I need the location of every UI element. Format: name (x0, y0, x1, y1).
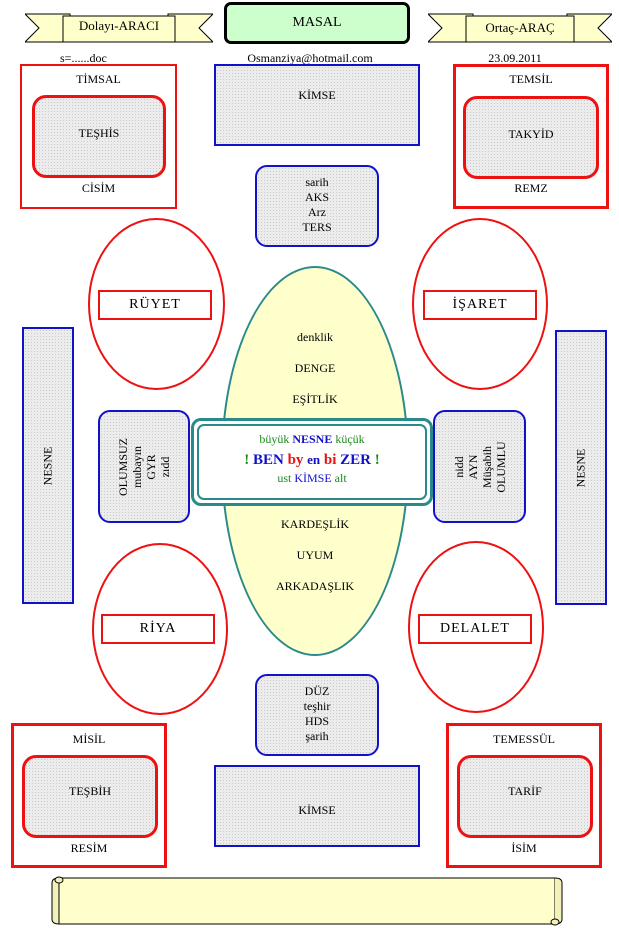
email-text: Osmanziya@hotmail.com (247, 51, 373, 65)
top-list-item: sarih (305, 175, 329, 189)
resim-label: RESİM (70, 841, 108, 855)
olumlu-box: nidd AYN Müşabih OLUMLU (433, 410, 526, 523)
en-word: en (307, 452, 321, 467)
temsil-label: TEMSİL (509, 72, 553, 86)
kimse-bottom-box: KİMSE (214, 765, 420, 847)
top-list-item: Arz (308, 205, 326, 219)
kimse-bottom-label: KİMSE (298, 803, 336, 817)
nesne-left-box: NESNE (22, 327, 74, 604)
esitlik-label: EŞİTLİK (292, 392, 338, 406)
remz-label: REMZ (514, 181, 548, 195)
teshis-label: TEŞHİS (78, 126, 120, 140)
bottom-list-item: şarih (305, 729, 329, 743)
bottom-list-item: teşhir (303, 699, 331, 713)
uyum-label: UYUM (296, 548, 334, 562)
kucuk-word: küçük (335, 432, 365, 446)
bottom-list-item: HDS (304, 714, 329, 728)
exclaim-right: ! (374, 452, 380, 468)
tarif-label: TARİF (508, 784, 542, 798)
center-box-outer: büyük NESNE küçük ! BEN by en bi ZER ! u… (191, 418, 433, 506)
nesne-right-label: NESNE (573, 448, 588, 487)
misil-label: MİSİL (72, 732, 106, 746)
olumsuz-item: zıdd (158, 456, 172, 477)
top-list-item: AKS (304, 190, 329, 204)
takyid-box: TAKYİD (463, 96, 599, 179)
nesne-left-label: NESNE (40, 446, 55, 485)
olumlu-item: OLUMLU (493, 440, 508, 493)
timsal-box: TİMSAL TEŞHİS CİSİM (20, 64, 177, 209)
isim-label: İSİM (511, 841, 537, 855)
timsal-label: TİMSAL (76, 72, 121, 86)
title-box: MASAL (224, 2, 410, 44)
buyuk-word: büyük (259, 432, 290, 446)
file-name: s=......doc (60, 51, 107, 65)
tesbih-label: TEŞBİH (69, 784, 111, 798)
center-line-3: ust KİMSE alt (194, 471, 430, 486)
ben-word: BEN (252, 452, 284, 468)
center-box-inner (197, 424, 427, 500)
bi-word: bi (323, 452, 337, 468)
olumsuz-item: mubayın (130, 445, 144, 488)
right-ribbon-shape (428, 13, 612, 43)
kimse-word: KİMSE (294, 471, 332, 485)
ust-word: ust (277, 471, 292, 485)
kimse-top-label: KİMSE (298, 88, 336, 102)
tarif-box: TARİF (457, 755, 593, 838)
cisim-label: CİSİM (81, 181, 116, 195)
left-ribbon-shape (25, 13, 213, 43)
top-list-box: sarih AKS Arz TERS (255, 165, 379, 247)
olumlu-item: AYN (465, 454, 480, 479)
denge-label: DENGE (294, 361, 336, 375)
bottom-list-item: DÜZ (304, 684, 330, 698)
delalet-label: DELALET (418, 614, 532, 644)
olumlu-item: nidd (451, 455, 466, 478)
nesne-right-box: NESNE (555, 330, 607, 605)
by-word: by (287, 452, 304, 468)
olumlu-item: Müşabih (479, 445, 494, 488)
temessul-box: TEMESSÜL TARİF İSİM (446, 723, 602, 868)
isaret-label: İŞARET (423, 290, 537, 320)
date-text: 23.09.2011 (488, 51, 542, 65)
right-ribbon-label: Ortaç-ARAÇ (485, 20, 555, 35)
alt-word: alt (334, 471, 347, 485)
misil-box: MİSİL TEŞBİH RESİM (11, 723, 167, 868)
nesne-word: NESNE (292, 432, 333, 446)
kardeslik-label: KARDEŞLİK (281, 517, 349, 531)
center-line-2: ! BEN by en bi ZER ! (194, 451, 430, 469)
arkadaslik-label: ARKADAŞLIK (276, 579, 354, 593)
zer-word: ZER (340, 452, 372, 468)
bottom-list-box: DÜZ teşhir HDS şarih (255, 674, 379, 756)
temsil-box: TEMSİL TAKYİD REMZ (453, 64, 609, 209)
temessul-label: TEMESSÜL (492, 732, 555, 746)
olumsuz-item: GYR (144, 453, 158, 480)
takyid-label: TAKYİD (508, 127, 554, 141)
olumsuz-item: OLUMSUZ (116, 437, 130, 496)
center-line-1: büyük NESNE küçük (194, 432, 430, 447)
olumsuz-box: OLUMSUZ mubayın GYR zıdd (98, 410, 190, 523)
teshis-box: TEŞHİS (32, 95, 166, 178)
tesbih-box: TEŞBİH (22, 755, 158, 838)
scroll-banner (51, 876, 563, 926)
riya-label: RİYA (101, 614, 215, 644)
page-title: MASAL (292, 15, 342, 30)
left-ribbon-label: Dolayı-ARACI (78, 18, 160, 33)
ruyet-label: RÜYET (98, 290, 212, 320)
kimse-top-box: KİMSE (214, 64, 420, 146)
denklik-label: denklik (297, 330, 333, 344)
exclaim-left: ! (244, 452, 250, 468)
top-list-item: TERS (302, 220, 332, 234)
